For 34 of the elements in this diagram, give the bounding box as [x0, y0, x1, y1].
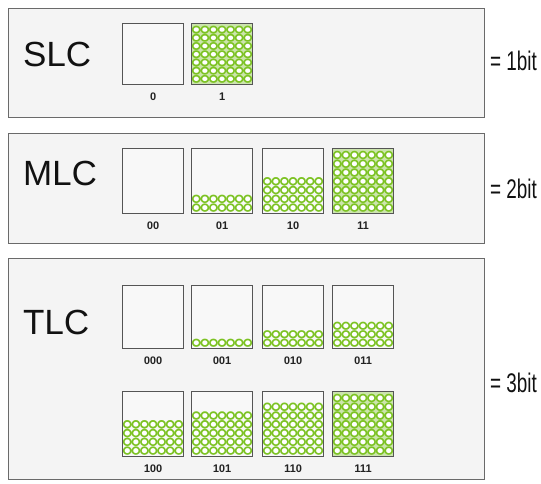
- bit-value-label: 0: [148, 92, 158, 103]
- bit-value-label: 011: [353, 356, 373, 367]
- cell-type-panel: [8, 8, 485, 118]
- memory-cell: [191, 391, 253, 457]
- bit-value-label: 110: [283, 464, 303, 475]
- bit-value-label: 00: [146, 221, 160, 232]
- memory-cell: [332, 285, 394, 349]
- memory-cell: [122, 285, 184, 349]
- cell-type-label: MLC: [23, 156, 97, 191]
- memory-cell: [262, 285, 324, 349]
- memory-cell: [122, 391, 184, 457]
- memory-cell: [191, 148, 253, 214]
- bit-value-label: 01: [214, 221, 230, 232]
- cell-type-label: SLC: [23, 37, 92, 72]
- cell-type-label: TLC: [23, 305, 90, 340]
- memory-cell: [122, 148, 184, 214]
- memory-cell: [122, 23, 184, 85]
- bit-value-label: 10: [286, 221, 300, 232]
- bit-value-label: 100: [142, 464, 164, 475]
- bit-count-label: = 1bit: [490, 48, 537, 75]
- memory-cell: [262, 391, 324, 457]
- cell-type-panel: [8, 133, 485, 244]
- bit-value-label: 11: [356, 221, 370, 232]
- memory-cell: [191, 285, 253, 349]
- bit-value-label: 1: [218, 92, 226, 103]
- bit-value-label: 001: [212, 356, 232, 367]
- bit-value-label: 111: [353, 464, 373, 475]
- bit-count-label: = 2bit: [490, 176, 537, 203]
- bit-count-label: = 3bit: [490, 370, 537, 397]
- bit-value-label: 000: [142, 356, 164, 367]
- memory-cell: [262, 148, 324, 214]
- cell-type-panel: [8, 258, 485, 480]
- bit-value-label: 010: [282, 356, 304, 367]
- bit-value-label: 101: [212, 464, 232, 475]
